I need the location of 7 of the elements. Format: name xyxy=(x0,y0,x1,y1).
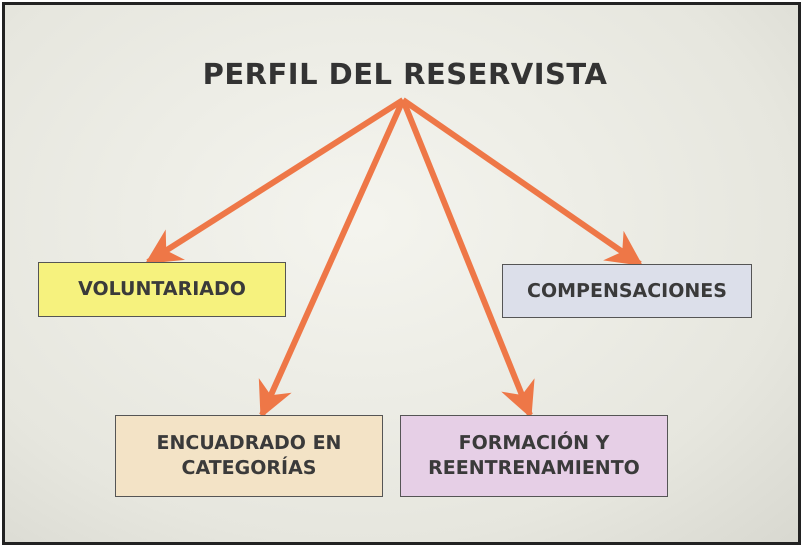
title-text: PERFIL DEL RESERVISTA xyxy=(190,52,620,96)
category-box: VOLUNTARIADO xyxy=(38,262,286,317)
arrow xyxy=(401,98,643,266)
category-box: FORMACIÓN Y REENTRENAMIENTO xyxy=(400,415,668,497)
category-box: COMPENSACIONES xyxy=(502,264,752,318)
category-box: ENCUADRADO EN CATEGORÍAS xyxy=(115,415,383,497)
arrow xyxy=(144,97,405,265)
